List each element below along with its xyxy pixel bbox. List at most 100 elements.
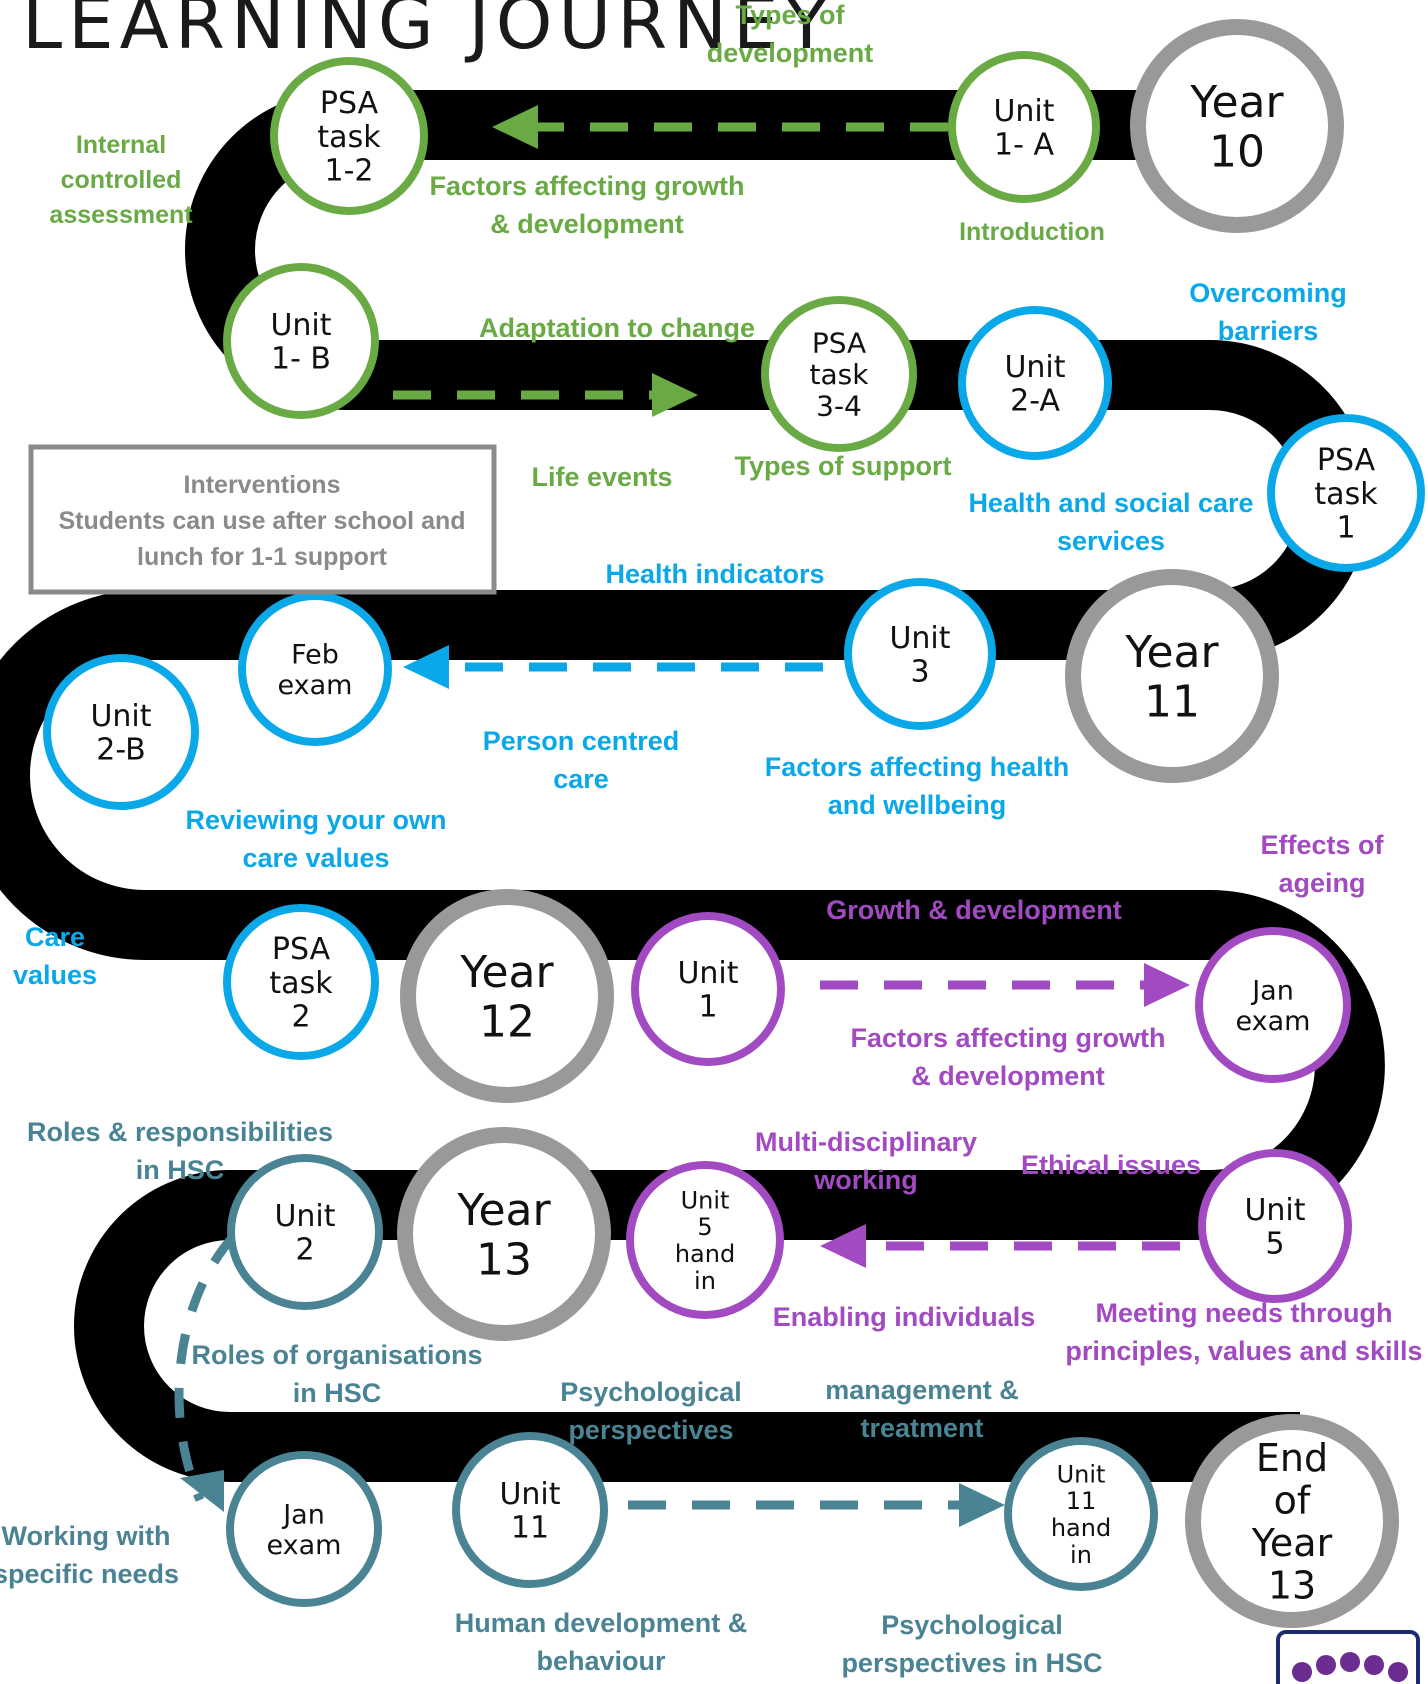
label-human-development-: Human development & behaviour [455,1608,748,1676]
label-text: working [813,1165,918,1195]
arrow-down-6 [174,1235,236,1512]
label-text: Ethical issues [1021,1150,1201,1180]
node-text: Unit [90,699,151,734]
node-text: Year [459,947,554,998]
label-multi-disciplinary: Multi-disciplinary working [755,1127,977,1195]
label-growth-development: Growth & development [826,895,1122,925]
node-text: 13 [476,1234,532,1285]
label-text: Types of support [734,451,951,481]
node-text: hand [1051,1514,1111,1542]
node-text: Jan [281,1500,325,1531]
node-text: Unit [889,621,950,656]
label-text: treatment [860,1413,983,1443]
node-text: hand [675,1240,735,1268]
interventions-line-2: Students can use after school and [58,507,465,535]
label-factors-affecting-growth: Factors affecting growth & development [850,1023,1165,1091]
label-text: Life events [531,462,672,492]
node-text: Unit [993,94,1054,129]
node-text: End [1256,1436,1328,1480]
label-text: Psychological [881,1610,1063,1640]
node-text: 1 [1336,510,1355,545]
node-text: PSA [320,86,379,121]
arrow-left-3 [403,645,823,689]
label-text: Growth & development [826,895,1122,925]
node-text: Year [1189,77,1284,128]
node-text: Unit [681,1186,730,1214]
node-text: 12 [479,996,535,1047]
label-text: Working with [2,1521,171,1551]
node-text: 2-B [96,733,145,768]
label-text: Reviewing your own [185,805,446,835]
label-text: services [1057,526,1165,556]
node-text: 1-2 [325,153,374,188]
arrow-right-2 [393,373,698,417]
label-text: Health indicators [605,559,824,589]
label-text: Factors affecting growth [850,1023,1165,1053]
label-text: barriers [1218,316,1319,346]
label-text: behaviour [536,1646,666,1676]
label-types-of-support: Types of support [734,451,951,481]
label-text: Enabling individuals [773,1302,1036,1332]
node-text: in [694,1267,716,1295]
interventions-box: Interventions Students can use after sch… [28,444,497,595]
label-life-events: Life events [531,462,672,492]
label-ethical-issues: Ethical issues [1021,1150,1201,1180]
node-text: Jan [1250,976,1294,1007]
label-text: Factors affecting growth [429,171,744,201]
interventions-line-3: lunch for 1-1 support [137,543,388,571]
node-text: Unit [270,308,331,343]
label-text: & development [490,209,684,239]
label-text: Human development & [455,1608,748,1638]
label-text: & development [911,1061,1105,1091]
arrow-left-1 [492,105,948,149]
label-text: values [13,960,97,990]
node-text: task [810,358,870,391]
node-text: 1- B [271,342,331,377]
label-text: controlled [61,166,182,194]
node-text: 3 [910,655,929,690]
node-text: task [269,966,333,1001]
node-text: 11 [511,1511,549,1546]
label-text: Multi-disciplinary [755,1127,977,1157]
node-text: 2 [295,1233,314,1268]
node-text: Unit [677,956,738,991]
node-text: Year [1124,627,1219,678]
node-text: Year [1251,1521,1333,1565]
school-crest-icon [1276,1630,1420,1684]
label-text: in HSC [136,1155,225,1185]
arrow-right-7 [628,1483,1005,1527]
arrows-layer [174,105,1190,1527]
node-text: 11 [1144,676,1200,727]
label-text: care [553,764,609,794]
node-text: Unit [1057,1460,1106,1488]
node-text: in [1070,1541,1092,1569]
node-text: exam [278,670,353,701]
node-text: Unit [1244,1193,1305,1228]
arrow-right-4 [820,963,1190,1007]
node-text: 11 [1066,1487,1097,1515]
label-text: care values [242,843,389,873]
node-text: PSA [1317,443,1376,478]
